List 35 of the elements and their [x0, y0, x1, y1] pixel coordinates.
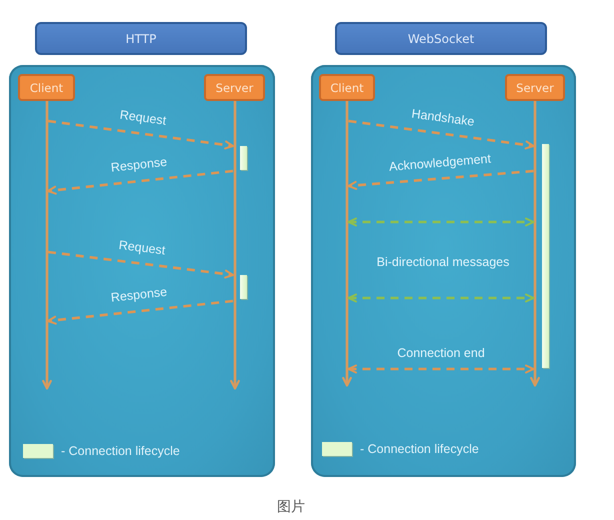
edge-label: Acknowledgement	[388, 152, 492, 173]
dashed-arrow	[47, 170, 234, 195]
edge-label: Handshake	[410, 107, 476, 128]
participant-box: Server	[505, 74, 565, 101]
edge-label: Connection end	[397, 346, 485, 360]
participant-box: Client	[319, 74, 375, 101]
lifeline	[230, 101, 240, 390]
participant-box: Server	[204, 74, 265, 101]
dashed-arrow	[348, 170, 534, 190]
lifeline	[530, 101, 540, 387]
dashed-double-arrow	[348, 294, 534, 302]
legend-text: - Connection lifecycle	[360, 442, 479, 456]
title-box: HTTP	[35, 22, 247, 55]
dashed-arrow	[348, 120, 534, 150]
panel	[9, 65, 275, 477]
participant-box: Client	[18, 74, 75, 101]
message-label: Bi-directional messages	[376, 256, 510, 268]
edge-label: Request	[118, 108, 167, 127]
activation-bar	[240, 275, 247, 299]
edge-label: Request	[118, 238, 166, 257]
legend-text: - Connection lifecycle	[61, 444, 180, 458]
activation-bar	[240, 146, 247, 170]
title-box: WebSocket	[335, 22, 547, 55]
edge-label: Response	[110, 286, 168, 304]
panel	[311, 65, 576, 477]
lifeline	[42, 101, 52, 390]
lifeline	[342, 101, 352, 387]
dashed-double-arrow	[348, 218, 534, 226]
dashed-arrow	[48, 250, 234, 279]
edge-label: Response	[110, 156, 168, 174]
caption: 图片	[277, 498, 305, 515]
activation-bar	[542, 144, 549, 368]
dashed-arrow	[48, 120, 234, 150]
dashed-double-arrow	[348, 364, 534, 374]
dashed-arrow	[47, 300, 234, 325]
